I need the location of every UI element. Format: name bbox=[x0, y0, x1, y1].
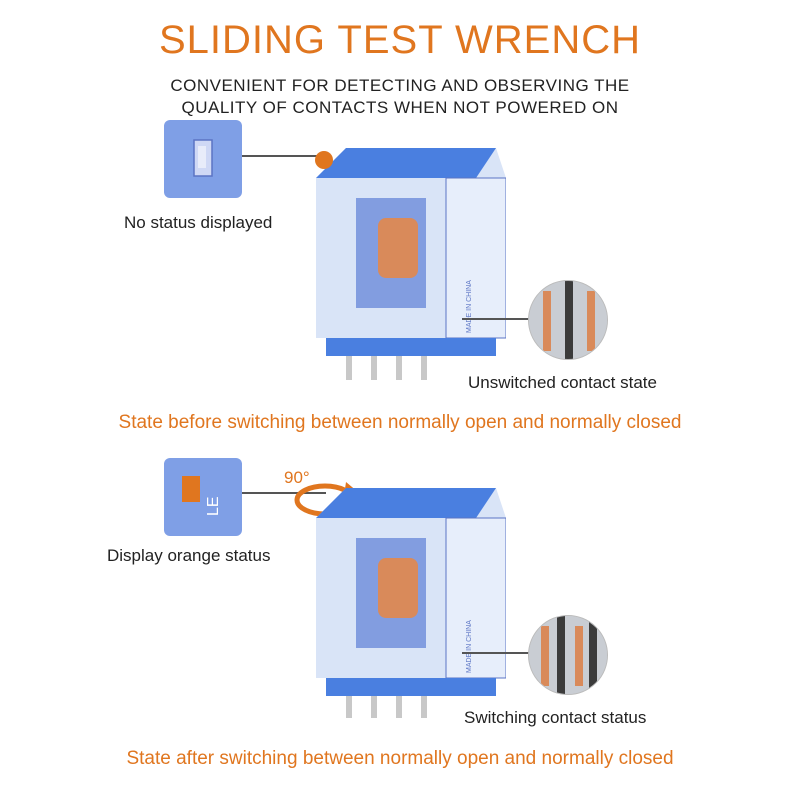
relay-side-text: MADE IN CHINA bbox=[466, 280, 473, 333]
page-title: SLIDING TEST WRENCH bbox=[158, 18, 642, 62]
relay-image-after: MADE IN CHINA bbox=[296, 478, 507, 728]
callout-line-status-after bbox=[242, 492, 326, 494]
no-status-label: No status displayed bbox=[124, 213, 273, 232]
subtitle-line-1: CONVENIENT FOR DETECTING AND OBSERVING T… bbox=[170, 76, 630, 95]
relay-side-text: MADE IN CHINA bbox=[466, 620, 473, 673]
subtitle-line-2: QUALITY OF CONTACTS WHEN NOT POWERED ON bbox=[181, 98, 619, 117]
switching-contact-label: Switching contact status bbox=[464, 708, 647, 727]
contact-closeup-before bbox=[528, 280, 608, 360]
callout-line-contact-before bbox=[462, 318, 532, 320]
caption-before: State before switching between normally … bbox=[118, 412, 682, 433]
callout-line-contact-after bbox=[462, 652, 532, 654]
status-window-closeup-before bbox=[164, 120, 242, 198]
status-window-closeup-after: LE bbox=[164, 458, 242, 536]
contact-closeup-after bbox=[528, 615, 608, 695]
unswitched-contact-label: Unswitched contact state bbox=[468, 373, 657, 392]
caption-after: State after switching between normally o… bbox=[126, 748, 674, 769]
relay-image-before: MADE IN CHINA bbox=[296, 138, 507, 388]
svg-text:LE: LE bbox=[205, 496, 222, 516]
angle-label: 90° bbox=[284, 468, 310, 487]
callout-line-status-before bbox=[242, 155, 326, 157]
orange-status-label: Display orange status bbox=[107, 546, 271, 565]
